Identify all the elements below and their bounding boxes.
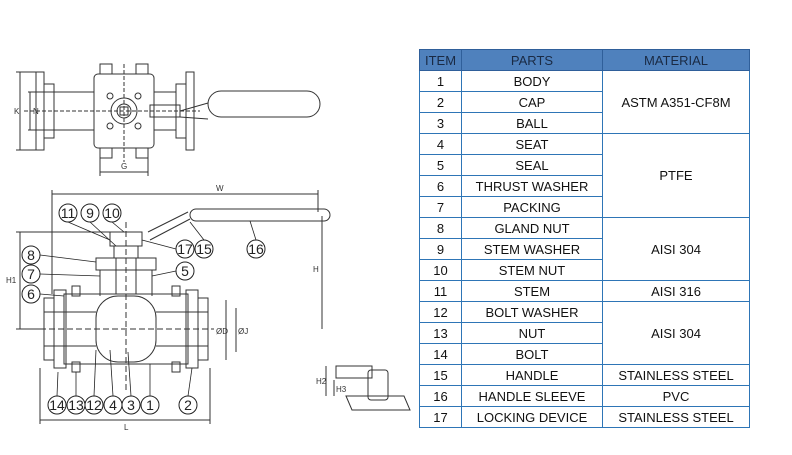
material-cell: AISI 316 [602,280,750,302]
item-cell: 10 [419,259,462,281]
callout-5: 5 [181,263,189,279]
dim-h2: H2 [316,377,327,386]
material-cell: PVC [602,385,750,407]
callout-6: 6 [27,286,35,302]
material-cell: AISI 304 [602,301,750,365]
callout-12: 12 [86,397,102,413]
part-cell: STEM NUT [461,259,603,281]
part-cell: BOLT WASHER [461,301,603,323]
part-cell: STEM WASHER [461,238,603,260]
table-row: 3 BALL [419,112,750,134]
item-cell: 14 [419,343,462,365]
callout-10: 10 [104,205,120,221]
part-cell: PACKING [461,196,603,218]
item-cell: 1 [419,70,462,92]
item-cell: 4 [419,133,462,155]
valve-drawing: 11 9 10 8 7 6 17 15 16 5 14 13 12 4 3 1 … [6,63,411,432]
part-cell: SEAT [461,133,603,155]
table-row: 1 BODY ASTM A351-CF8M [419,70,750,134]
table-row: 15 HANDLE STAINLESS STEEL [419,364,750,386]
item-cell: 9 [419,238,462,260]
part-cell: THRUST WASHER [461,175,603,197]
table-row: 6 THRUST WASHER [419,175,750,197]
part-cell: BALL [461,112,603,134]
header-parts: PARTS [461,49,603,71]
callout-13: 13 [68,397,84,413]
part-cell: CAP [461,91,603,113]
dim-g: G [121,162,127,171]
callout-17: 17 [177,241,193,257]
table-row: 4 SEAT PTFE [419,133,750,218]
callout-7: 7 [27,266,35,282]
table-row: 17 LOCKING DEVICE STAINLESS STEEL [419,406,750,428]
part-cell: BODY [461,70,603,92]
top-view [16,63,321,176]
item-cell: 2 [419,91,462,113]
table-row: 7 PACKING [419,196,750,218]
table-row: 16 HANDLE SLEEVE PVC [419,385,750,407]
detail-view [325,365,411,411]
part-cell: BOLT [461,343,603,365]
callout-9: 9 [86,205,94,221]
item-cell: 17 [419,406,462,428]
material-cell: STAINLESS STEEL [602,406,750,428]
callout-4: 4 [109,397,117,413]
item-cell: 5 [419,154,462,176]
table-row: 12 BOLT WASHER AISI 304 [419,301,750,365]
part-cell: HANDLE [461,364,603,386]
callout-11: 11 [61,205,76,221]
item-cell: 6 [419,175,462,197]
dim-w: W [216,184,224,193]
callout-2: 2 [184,397,192,413]
item-cell: 13 [419,322,462,344]
dim-h1: H1 [6,276,17,285]
dim-l: L [124,423,129,432]
table-row: 11 STEM AISI 316 [419,280,750,302]
callout-1: 1 [146,397,154,413]
part-cell: GLAND NUT [461,217,603,239]
callout-15: 15 [196,241,212,257]
table-row: 14 BOLT [419,343,750,365]
parts-table: ITEM PARTS MATERIAL 1 BODY ASTM A351-CF8… [419,49,750,428]
item-cell: 3 [419,112,462,134]
callout-8: 8 [27,247,35,263]
table-header-row: ITEM PARTS MATERIAL [419,49,750,71]
item-cell: 12 [419,301,462,323]
part-cell: LOCKING DEVICE [461,406,603,428]
item-cell: 8 [419,217,462,239]
dim-phi-d: ØD [216,327,228,336]
part-cell: SEAL [461,154,603,176]
part-cell: HANDLE SLEEVE [461,385,603,407]
part-cell: STEM [461,280,603,302]
material-cell: AISI 304 [602,217,750,281]
table-row: 5 SEAL [419,154,750,176]
item-cell: 11 [419,280,462,302]
dim-n: N [33,107,39,116]
callout-16: 16 [248,241,264,257]
item-cell: 15 [419,364,462,386]
table-row: 8 GLAND NUT AISI 304 [419,217,750,281]
header-item: ITEM [419,49,462,71]
dim-k: K [14,107,20,116]
dim-h3: H3 [336,385,347,394]
header-material: MATERIAL [602,49,750,71]
item-cell: 7 [419,196,462,218]
callout-14: 14 [49,397,65,413]
dim-phi-j: ØJ [238,327,248,336]
material-cell: STAINLESS STEEL [602,364,750,386]
section-view [16,190,331,424]
part-cell: NUT [461,322,603,344]
material-cell: ASTM A351-CF8M [602,70,750,134]
callout-3: 3 [127,397,135,413]
dim-h: H [313,265,319,274]
item-cell: 16 [419,385,462,407]
material-cell: PTFE [602,133,750,218]
